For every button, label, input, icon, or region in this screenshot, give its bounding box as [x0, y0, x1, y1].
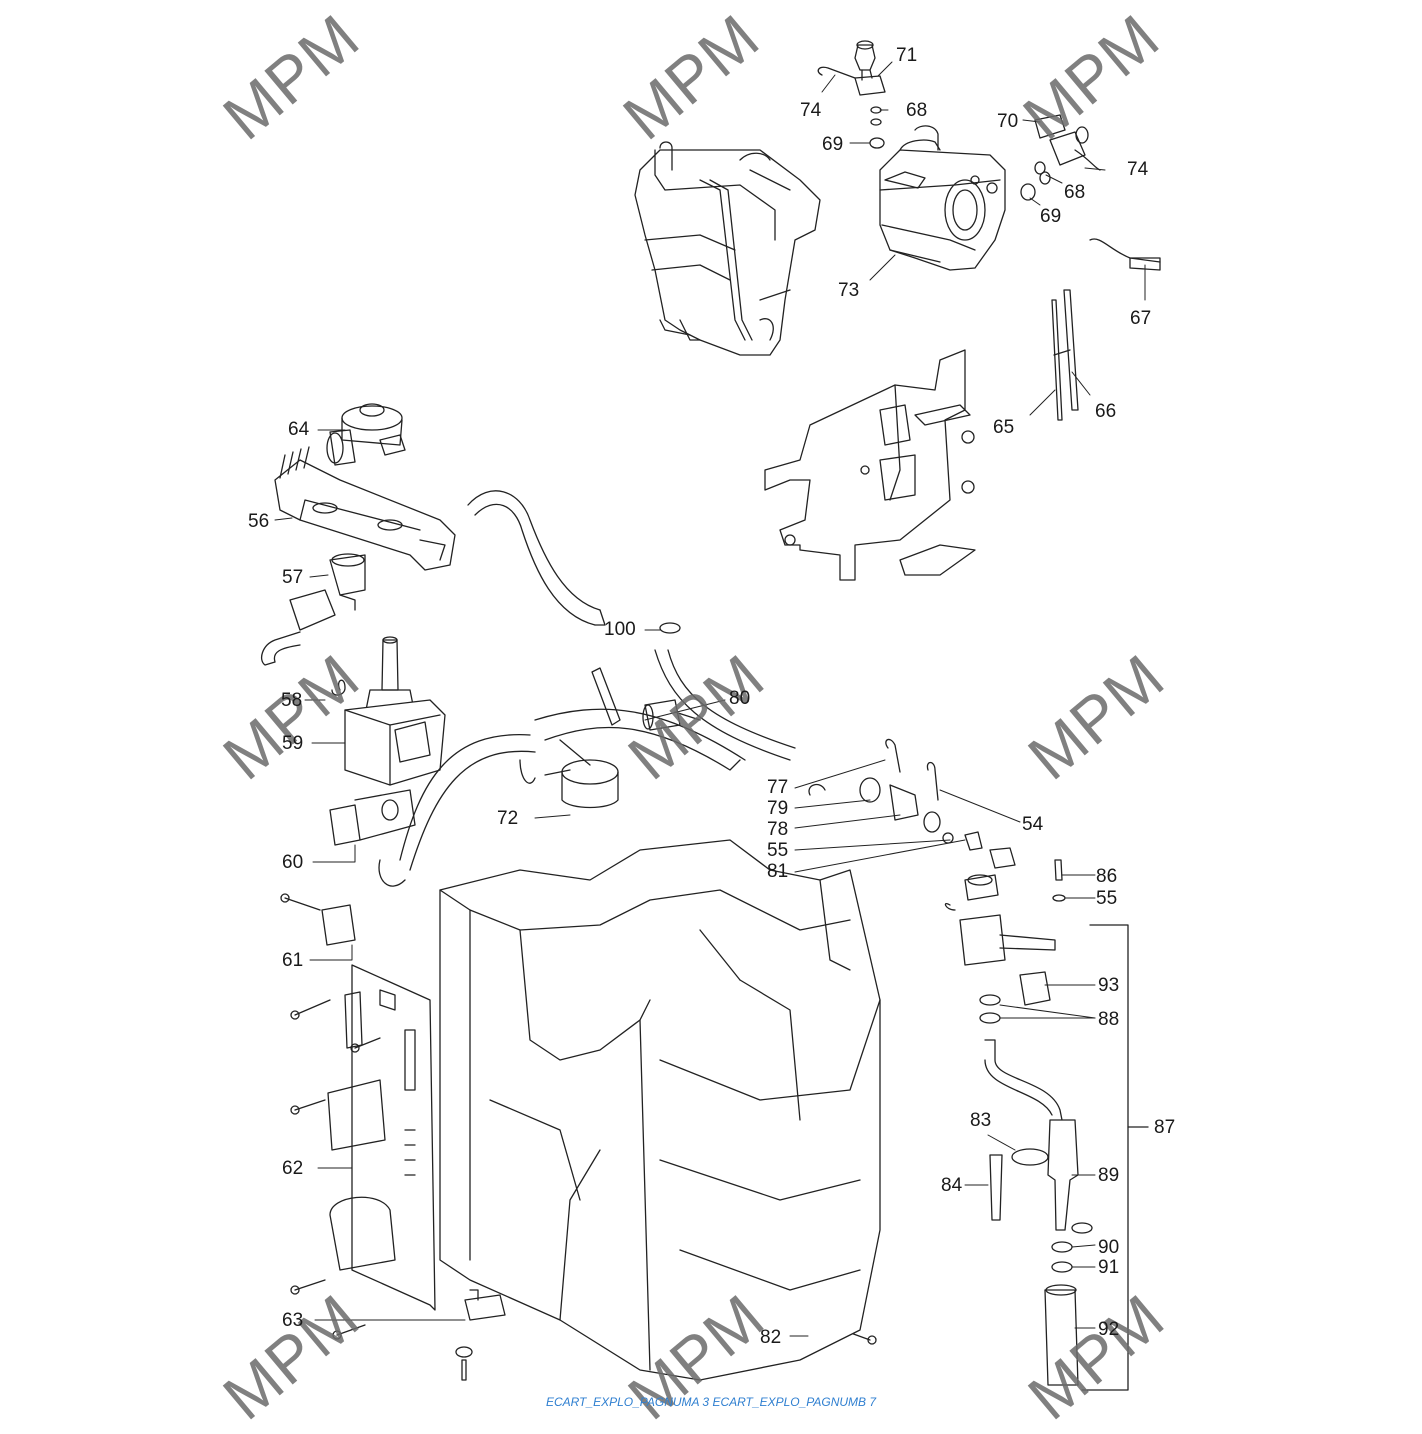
callout-86: 86 [1096, 866, 1118, 887]
callout-74: 74 [800, 100, 822, 121]
callout-68: 68 [906, 100, 928, 121]
callout-56: 56 [248, 511, 270, 532]
callout-68: 68 [1064, 182, 1086, 203]
group-87-bracket [1081, 924, 1129, 1391]
callout-82: 82 [760, 1327, 782, 1348]
callout-77: 77 [767, 777, 789, 798]
callout-92: 92 [1098, 1319, 1120, 1340]
callout-83: 83 [970, 1110, 992, 1131]
callout-74: 74 [1127, 159, 1149, 180]
callout-72: 72 [497, 808, 519, 829]
callout-55: 55 [1096, 888, 1118, 909]
steam-nozzle [944, 859, 1093, 1386]
seal-69b [1020, 183, 1036, 201]
bracket-60 [329, 789, 416, 846]
callout-65: 65 [993, 417, 1015, 438]
flowmeter-72 [544, 739, 619, 809]
callout-61: 61 [282, 950, 304, 971]
probe-67 [1089, 238, 1161, 271]
callout-91: 91 [1098, 1257, 1120, 1278]
seal-68b [870, 118, 882, 126]
seal-68c [1034, 161, 1046, 175]
callout-89: 89 [1098, 1165, 1120, 1186]
callout-66: 66 [1095, 401, 1117, 422]
callout-64: 64 [288, 419, 310, 440]
callout-87: 87 [1154, 1117, 1176, 1138]
callout-69: 69 [1040, 206, 1062, 227]
clip-61 [321, 904, 356, 946]
callout-100: 100 [604, 619, 636, 640]
leader-lines [274, 61, 1146, 1337]
caption: ECART_EXPLO_PAGNUMA 3 ECART_EXPLO_PAGNUM… [545, 1395, 877, 1409]
filter-80 [642, 699, 701, 731]
hoses [378, 490, 796, 887]
callout-60: 60 [282, 852, 304, 873]
seal-69 [869, 137, 885, 149]
callout-78: 78 [767, 819, 789, 840]
callout-57: 57 [282, 567, 304, 588]
callout-90: 90 [1098, 1237, 1120, 1258]
callout-93: 93 [1098, 975, 1120, 996]
callout-81: 81 [767, 861, 789, 882]
callout-70: 70 [997, 111, 1019, 132]
callout-58: 58 [281, 690, 303, 711]
callout-69: 69 [822, 134, 844, 155]
callout-63: 63 [282, 1310, 304, 1331]
callout-67: 67 [1130, 308, 1152, 329]
circuit-board [327, 964, 436, 1311]
valve-64 [326, 403, 406, 466]
callout-84: 84 [941, 1175, 963, 1196]
callout-59: 59 [282, 733, 304, 754]
heater-block [879, 125, 1006, 271]
water-tank [634, 141, 821, 356]
callout-79: 79 [767, 798, 789, 819]
mounting-bracket [764, 349, 976, 581]
callout-80: 80 [729, 688, 751, 709]
switch-63 [455, 1289, 506, 1381]
callout-88: 88 [1098, 1009, 1120, 1030]
main-frame [439, 839, 881, 1381]
tubes-65-66 [1051, 289, 1079, 421]
callout-62: 62 [282, 1158, 304, 1179]
callout-55: 55 [767, 840, 789, 861]
pump [331, 636, 446, 786]
elbow-57 [261, 553, 366, 666]
seal-68d [1039, 171, 1051, 185]
tray-56 [274, 446, 456, 571]
valve-group-78 [808, 738, 1016, 869]
valve-fitting-71 [817, 40, 886, 96]
clamp-100 [659, 622, 681, 634]
callout-71: 71 [896, 45, 918, 66]
callout-54: 54 [1022, 814, 1044, 835]
callout-73: 73 [838, 280, 860, 301]
